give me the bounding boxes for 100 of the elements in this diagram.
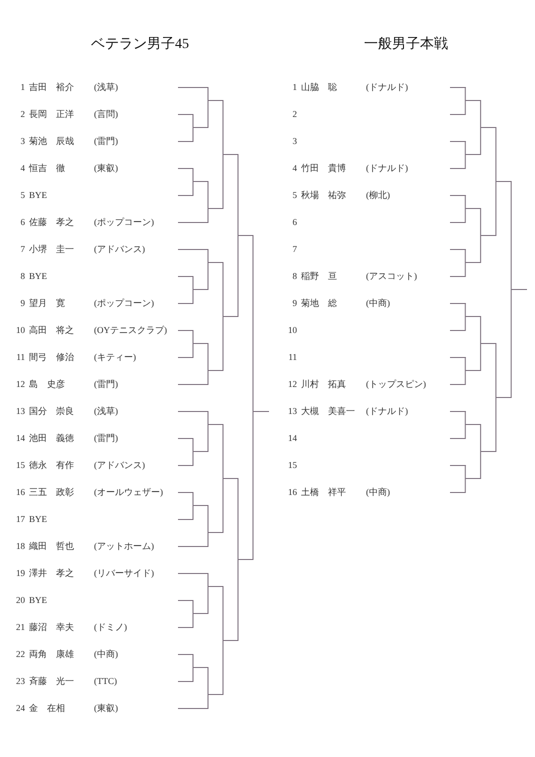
entry-number: 8 — [292, 270, 297, 282]
club-name: (ドナルド) — [366, 404, 408, 418]
club-name: (中商) — [366, 296, 390, 310]
bracket-line — [464, 127, 482, 155]
entry-number: 17 — [16, 512, 25, 526]
player-name: 斉藤 光一 — [29, 674, 74, 688]
bracket-line — [495, 289, 512, 398]
bracket-line — [192, 586, 208, 614]
bracket-line — [208, 262, 224, 317]
club-name: (言問) — [94, 108, 118, 121]
entry-number: 18 — [16, 540, 25, 552]
bracket-line — [192, 343, 208, 371]
entry-number: 14 — [288, 432, 297, 444]
player-name: 両角 康雄 — [29, 648, 74, 660]
bracket-line — [464, 424, 482, 452]
entry-number: 12 — [16, 378, 25, 390]
entry-number: 1 — [20, 80, 25, 94]
club-name: (アットホーム) — [94, 540, 154, 553]
entry-number: 4 — [292, 162, 297, 174]
club-name: (雷門) — [94, 378, 118, 391]
entry-number: 20 — [16, 594, 25, 606]
club-name: (中商) — [366, 486, 390, 499]
club-name: (柳北) — [366, 188, 390, 202]
club-name: (アスコット) — [366, 270, 417, 283]
bracket-line — [208, 586, 224, 641]
club-name: (雷門) — [94, 432, 118, 445]
entry-number: 5 — [20, 188, 25, 202]
player-name: 川村 拓真 — [301, 378, 346, 390]
entry-number: 14 — [16, 432, 25, 444]
bracket-title: ベテラン男子45 — [91, 36, 189, 54]
player-name: 間弓 修治 — [29, 350, 74, 364]
club-name: (ドミノ) — [94, 620, 127, 634]
player-name: 竹田 貴博 — [301, 162, 346, 174]
bracket-line — [222, 478, 238, 560]
entry-number: 16 — [288, 486, 297, 498]
bracket-line — [192, 667, 208, 695]
bracket-line — [208, 154, 224, 209]
entry-number: 21 — [16, 620, 25, 634]
club-name: (ポップコーン) — [94, 216, 154, 229]
bracket-line — [208, 100, 224, 155]
bracket-line — [208, 640, 224, 695]
club-name: (OYテニスクラブ) — [94, 324, 167, 337]
entry-number: 15 — [16, 458, 25, 472]
winner-line — [253, 410, 269, 412]
player-name: 国分 崇良 — [29, 404, 74, 418]
player-name: 菊池 辰哉 — [29, 134, 74, 148]
entry-number: 23 — [16, 674, 25, 688]
player-name: 大槻 美喜一 — [301, 404, 355, 418]
player-name: 秋場 祐弥 — [301, 188, 346, 202]
bracket-line — [464, 343, 482, 371]
bracket-line — [464, 100, 482, 128]
bracket-line — [238, 235, 254, 412]
club-name: (中商) — [94, 648, 118, 661]
entry-number: 7 — [20, 242, 25, 256]
bracket-line — [480, 343, 496, 398]
entry-number: 2 — [20, 108, 25, 120]
player-name: 望月 寛 — [29, 296, 65, 310]
club-name: (トップスピン) — [366, 378, 426, 391]
entry-number: 13 — [288, 404, 297, 418]
bracket-line — [222, 154, 238, 236]
club-name: (雷門) — [94, 134, 118, 148]
club-name: (アドバンス) — [94, 458, 145, 472]
player-name: 山脇 聡 — [301, 80, 337, 94]
player-name: 三五 政彰 — [29, 486, 74, 498]
club-name: (ドナルド) — [366, 80, 408, 94]
player-name: 小堺 圭一 — [29, 242, 74, 256]
club-name: (リバーサイド) — [94, 566, 154, 580]
player-name: 金 在相 — [29, 702, 65, 714]
entry-number: 9 — [20, 296, 25, 310]
entry-number: 1 — [292, 80, 297, 94]
bracket-line — [495, 181, 512, 290]
player-name: BYE — [29, 270, 47, 282]
entry-number: 19 — [16, 566, 25, 580]
bracket-line — [480, 397, 496, 452]
bracket-line — [464, 451, 482, 479]
bracket-line — [464, 235, 482, 263]
entry-number: 5 — [292, 188, 297, 202]
bracket-line — [208, 316, 224, 371]
player-name: 恒吉 徹 — [29, 162, 65, 174]
club-name: (キティー) — [94, 350, 136, 364]
player-name: 土橋 祥平 — [301, 486, 346, 498]
player-name: BYE — [29, 188, 47, 202]
player-name: 池田 義徳 — [29, 432, 74, 444]
bracket-line — [192, 262, 208, 290]
bracket-line — [192, 100, 208, 128]
entry-number: 6 — [20, 216, 25, 228]
entry-number: 13 — [16, 404, 25, 418]
player-name: 菊地 総 — [301, 296, 337, 310]
player-name: 稲野 亘 — [301, 270, 337, 282]
bracket-line — [208, 424, 224, 479]
player-name: 佐藤 孝之 — [29, 216, 74, 228]
club-name: (浅草) — [94, 80, 118, 94]
bracket-line — [238, 410, 254, 560]
bracket-line — [480, 127, 496, 182]
bracket-line — [222, 559, 238, 641]
bracket-line — [464, 316, 482, 344]
player-name: 長岡 正洋 — [29, 108, 74, 120]
entry-number: 8 — [20, 270, 25, 282]
entry-number: 10 — [288, 324, 297, 336]
club-name: (東叡) — [94, 702, 118, 715]
